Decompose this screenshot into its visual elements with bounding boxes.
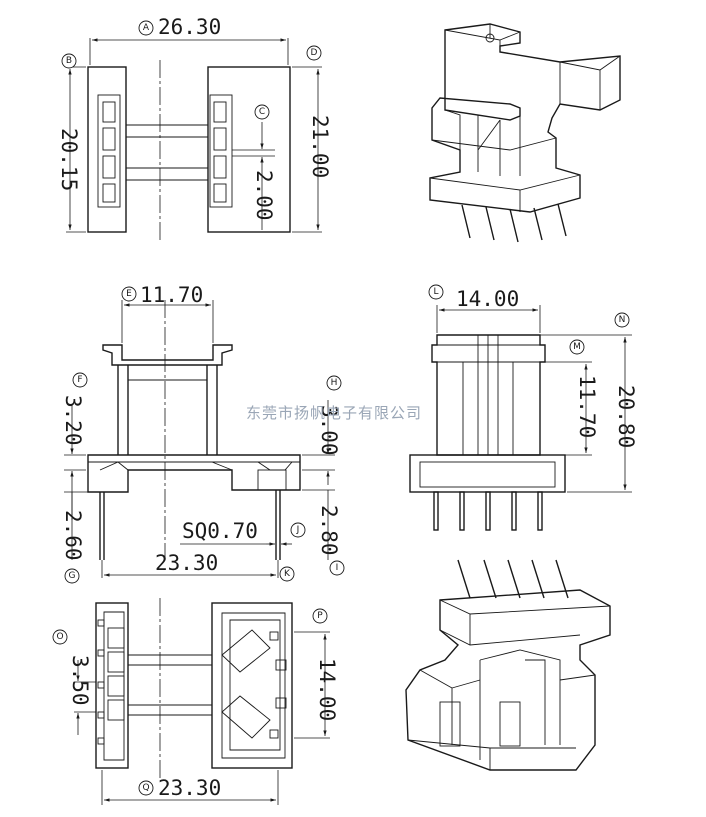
svg-text:K: K [284,569,291,579]
svg-text:L: L [433,287,438,297]
side-view [64,300,335,578]
bubble-g: G [64,568,80,584]
dim-m-value: 11.70 [575,375,599,438]
bubble-l: L [428,284,444,300]
bubble-a: A [138,20,154,36]
svg-text:G: G [69,571,76,581]
dim-n-value: 20.80 [614,385,638,448]
svg-text:P: P [317,611,323,621]
svg-text:Q: Q [142,783,149,793]
dim-a-value: 26.30 [158,15,221,39]
dim-j-value: SQ0.70 [182,519,258,543]
bubble-d: D [306,45,322,61]
bubble-k: K [279,566,295,582]
front-view [409,305,632,531]
iso-view-bottom [405,559,611,771]
top-left-flange [87,66,127,233]
svg-text:J: J [296,525,300,535]
bubble-h: H [326,375,342,391]
svg-text:F: F [77,375,82,385]
bubble-j: J [290,522,306,538]
dim-c-value: 2.00 [252,170,276,221]
svg-text:N: N [619,315,626,325]
iso-view-top [429,23,621,243]
watermark: 东莞市扬帆电子有限公司 [246,404,422,422]
dim-b-value: 20.15 [57,128,81,191]
bubble-e: E [121,286,137,302]
top-right-flange [207,66,291,233]
svg-text:D: D [311,48,318,58]
dim-h-value: 3.00 [317,405,341,456]
bubble-o: O [52,629,68,645]
bubble-q: Q [138,780,154,796]
bubble-m: M [569,339,585,355]
svg-text:B: B [66,56,72,66]
dim-l-value: 14.00 [456,287,519,311]
bubble-i: I [329,560,345,576]
bubble-n: N [614,312,630,328]
svg-text:A: A [143,23,150,33]
dim-i-value: 2.80 [317,505,341,556]
top-view [66,38,322,240]
svg-text:E: E [126,289,132,299]
bottom-view [74,598,330,805]
dim-q-value: 23.30 [158,776,221,800]
svg-text:C: C [259,107,265,117]
dim-k-value: 23.30 [155,551,218,575]
dim-p-value: 14.00 [315,658,339,721]
dim-g-value: 2.60 [61,510,85,561]
bubble-c: C [254,104,270,120]
svg-text:H: H [331,378,338,388]
bubble-f: F [72,372,88,388]
svg-text:M: M [573,342,581,352]
svg-text:O: O [56,632,63,642]
svg-text:I: I [336,563,339,573]
dim-o-value: 3.50 [68,655,92,706]
dim-f-value: 3.20 [61,395,85,446]
dim-e-value: 11.70 [140,283,203,307]
dim-d-value: 21.00 [308,115,332,178]
bubble-p: P [312,608,328,624]
bubble-b: B [61,53,77,69]
